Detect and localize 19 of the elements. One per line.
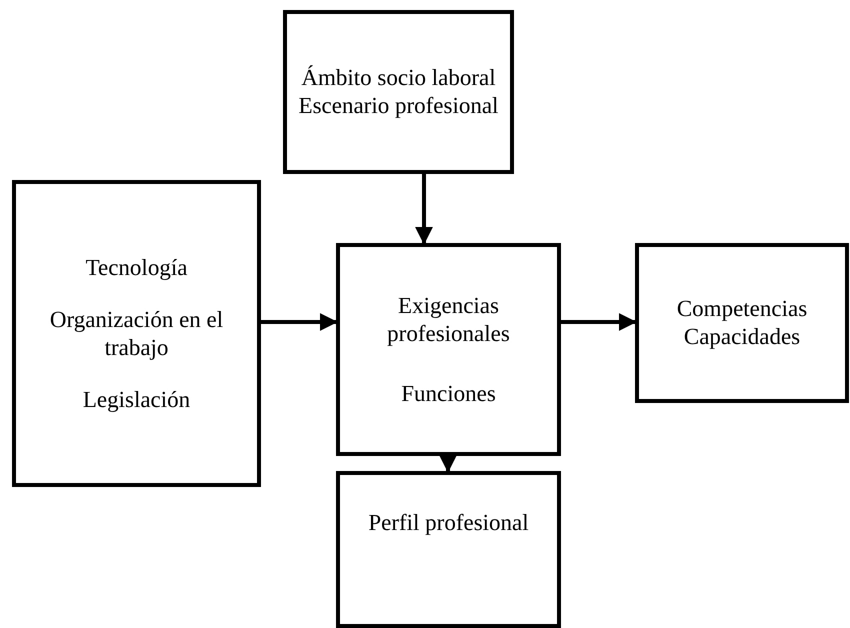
- process-box: [336, 243, 561, 456]
- box-text: Capacidades: [684, 323, 800, 351]
- box-text: Ámbito socio laboral: [301, 64, 496, 92]
- box-text: Funciones: [401, 380, 496, 408]
- box-text: Legislación: [82, 386, 190, 414]
- box-text: Organización en el trabajo: [48, 306, 224, 362]
- process-box: [635, 243, 849, 403]
- process-box: [12, 180, 261, 487]
- box-text: Exigencias profesionales: [386, 292, 511, 348]
- arrow: [439, 454, 457, 473]
- arrow: [261, 313, 338, 331]
- arrow: [561, 313, 637, 331]
- box-text: Perfil profesional: [368, 509, 529, 537]
- box-text: Escenario profesional: [298, 92, 498, 120]
- process-box: [336, 471, 561, 628]
- box-text: Competencias: [676, 295, 808, 323]
- arrow: [415, 174, 433, 245]
- box-text: Tecnología: [86, 254, 188, 282]
- process-box: [283, 10, 514, 174]
